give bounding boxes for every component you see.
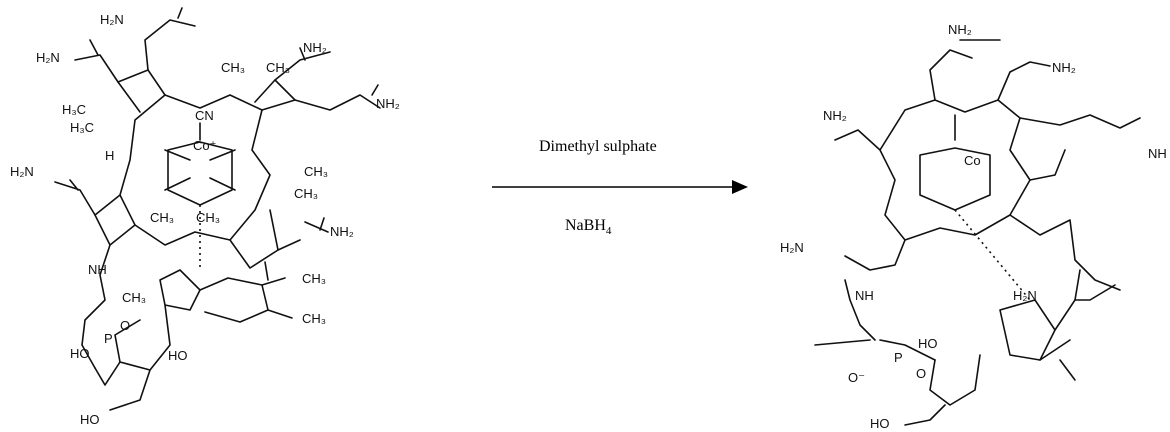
svg-text:CN: CN [195,108,214,123]
reaction-arrow [492,180,748,194]
svg-text:CH₃: CH₃ [294,186,318,201]
svg-text:H₃C: H₃C [70,120,94,135]
product-structure [814,39,1141,426]
svg-text:NH₂: NH₂ [823,108,847,123]
svg-text:H₂N: H₂N [36,50,60,65]
svg-text:Co⁺: Co⁺ [193,138,216,153]
svg-text:O: O [120,318,130,333]
svg-text:NH₂: NH₂ [1052,60,1076,75]
svg-text:NH₂: NH₂ [376,96,400,111]
svg-text:H: H [105,148,114,163]
svg-text:H₂N: H₂N [1013,288,1037,303]
svg-text:H₂N: H₂N [10,164,34,179]
svg-text:H₂N: H₂N [100,12,124,27]
svg-text:O: O [916,366,926,381]
svg-text:HO: HO [70,346,90,361]
svg-text:CH₃: CH₃ [196,210,220,225]
svg-text:HO: HO [870,416,890,431]
svg-text:CH₃: CH₃ [150,210,174,225]
reactant-structure [54,7,381,411]
reagent-label: Dimethyl sulphate [539,138,657,155]
svg-text:CH₃: CH₃ [302,271,326,286]
svg-text:NH₂: NH₂ [948,22,972,37]
reducing-agent-label: NaBH4 [565,217,612,237]
svg-text:CH₃: CH₃ [122,290,146,305]
svg-text:CH₃: CH₃ [304,164,328,179]
svg-text:P: P [894,350,903,365]
svg-text:O⁻: O⁻ [848,370,865,385]
svg-text:HO: HO [918,336,938,351]
svg-text:NH: NH [88,262,107,277]
reactant-labels: H₂N H₂N NH₂ NH₂ H₂N NH₂ H₃C H₃C CH₃ CH₃ … [10,12,400,427]
svg-text:NH₂: NH₂ [330,224,354,239]
svg-text:HO: HO [168,348,188,363]
svg-text:CH₃: CH₃ [266,60,290,75]
svg-text:NH: NH [855,288,874,303]
svg-text:NH₂: NH₂ [303,40,327,55]
svg-text:P: P [104,331,113,346]
svg-text:H₂N: H₂N [780,240,804,255]
svg-text:H₃C: H₃C [62,102,86,117]
svg-text:Co: Co [964,153,981,168]
product-labels: NH₂ NH₂ NH₂ NH H₂N H₂N Co NH HO HO P O O… [780,22,1167,431]
svg-text:NH: NH [1148,146,1167,161]
svg-text:HO: HO [80,412,100,427]
svg-text:CH₃: CH₃ [302,311,326,326]
svg-text:CH₃: CH₃ [221,60,245,75]
